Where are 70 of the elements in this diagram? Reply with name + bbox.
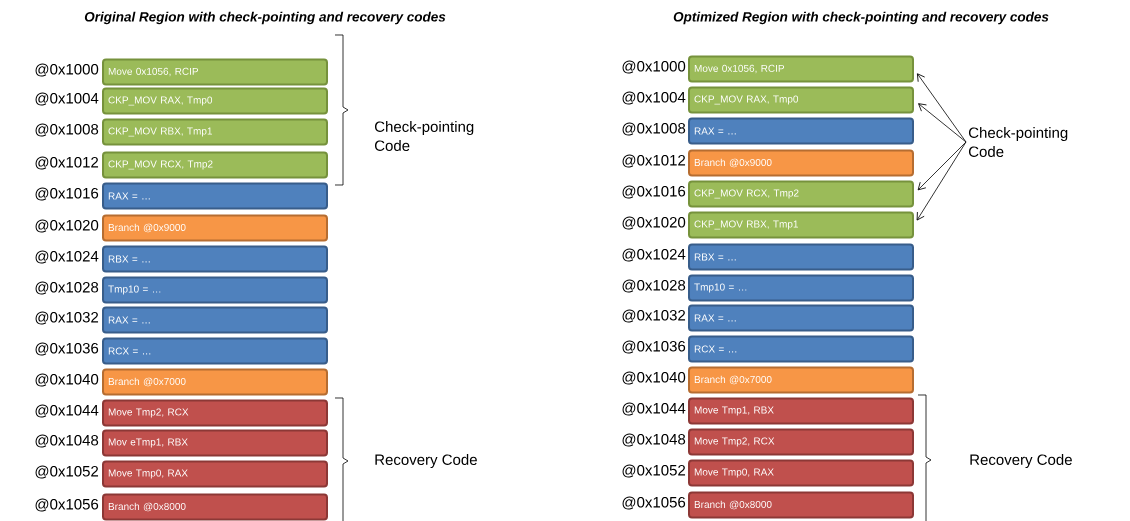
- instruction-box: RAX = …: [102, 306, 328, 334]
- instruction-box: RBX = …: [688, 243, 914, 271]
- address-label: @0x1004: [622, 91, 686, 105]
- instruction-box: Mov eTmp1, RBX: [102, 429, 328, 457]
- address-label: @0x1052: [622, 464, 686, 478]
- instruction-box: CKP_MOV RAX, Tmp0: [102, 87, 328, 115]
- address-label: @0x1012: [622, 154, 686, 168]
- title: Original Region with check-pointing and recovery codes: [84, 11, 446, 25]
- instruction-box: Move 0x1056, RCIP: [688, 55, 914, 83]
- instruction-box: RAX = …: [688, 304, 914, 332]
- address-label: @0x1000: [622, 60, 686, 74]
- address-label: @0x1016: [35, 187, 99, 201]
- address-label: @0x1044: [622, 402, 686, 416]
- instruction-box: Tmp10 = …: [102, 276, 328, 304]
- instruction-box: CKP_MOV RCX, Tmp2: [102, 151, 328, 179]
- bracket-label: Recovery Code: [970, 454, 1072, 468]
- instruction-box: Branch @0x7000: [102, 368, 328, 396]
- address-label: @0x1040: [622, 371, 686, 385]
- instruction-box: Move 0x1056, RCIP: [102, 58, 328, 86]
- address-label: @0x1012: [35, 156, 99, 170]
- address-label: @0x1048: [35, 434, 99, 448]
- address-label: @0x1020: [35, 219, 99, 233]
- bracket-label: Recovery Code: [375, 454, 477, 468]
- address-label: @0x1048: [622, 433, 686, 447]
- address-label: @0x1024: [35, 250, 99, 264]
- address-label: @0x1036: [622, 340, 686, 354]
- instruction-box: Branch @0x7000: [688, 366, 914, 394]
- arrow: [917, 141, 967, 191]
- instruction-box: CKP_MOV RBX, Tmp1: [102, 118, 328, 146]
- address-label: @0x1044: [35, 404, 99, 418]
- address-label: @0x1032: [622, 309, 686, 323]
- address-label: @0x1020: [622, 216, 686, 230]
- instruction-box: Move Tmp2, RCX: [102, 399, 328, 427]
- instruction-box: Branch @0x9000: [688, 149, 914, 177]
- instruction-box: Move Tmp2, RCX: [688, 428, 914, 456]
- instruction-box: Branch @0x9000: [102, 214, 328, 242]
- instruction-box: CKP_MOV RAX, Tmp0: [688, 86, 914, 114]
- address-label: @0x1008: [35, 123, 99, 137]
- instruction-box: Tmp10 = …: [688, 274, 914, 302]
- instruction-box: CKP_MOV RBX, Tmp1: [688, 211, 914, 239]
- address-label: @0x1028: [622, 279, 686, 293]
- instruction-box: CKP_MOV RCX, Tmp2: [688, 180, 914, 208]
- bracket-label: Check-pointing Code: [375, 121, 474, 151]
- instruction-box: RAX = …: [102, 182, 328, 210]
- instruction-box: RAX = …: [688, 117, 914, 145]
- address-label: @0x1028: [35, 281, 99, 295]
- address-label: @0x1008: [622, 122, 686, 136]
- instruction-box: Branch @0x8000: [102, 493, 328, 521]
- instruction-box: Move Tmp0, RAX: [688, 459, 914, 487]
- callout-text: Check-pointing Code: [968, 127, 1068, 157]
- address-label: @0x1024: [622, 248, 686, 262]
- instruction-box: RCX = …: [102, 337, 328, 365]
- address-label: @0x1000: [35, 63, 99, 77]
- instruction-box: Move Tmp0, RAX: [102, 460, 328, 488]
- address-label: @0x1040: [35, 373, 99, 387]
- address-label: @0x1004: [35, 92, 99, 106]
- instruction-box: RCX = …: [688, 335, 914, 363]
- address-label: @0x1032: [35, 311, 99, 325]
- arrow: [916, 73, 967, 143]
- arrow: [918, 103, 967, 143]
- address-label: @0x1016: [622, 185, 686, 199]
- title: Optimized Region with check-pointing and recovery codes: [673, 11, 1049, 25]
- address-label: @0x1056: [35, 498, 99, 512]
- address-label: @0x1036: [35, 342, 99, 356]
- instruction-box: Move Tmp1, RBX: [688, 397, 914, 425]
- address-label: @0x1056: [622, 496, 686, 510]
- instruction-box: Branch @0x8000: [688, 491, 914, 519]
- instruction-box: RBX = …: [102, 245, 328, 273]
- arrow: [916, 141, 967, 221]
- address-label: @0x1052: [35, 465, 99, 479]
